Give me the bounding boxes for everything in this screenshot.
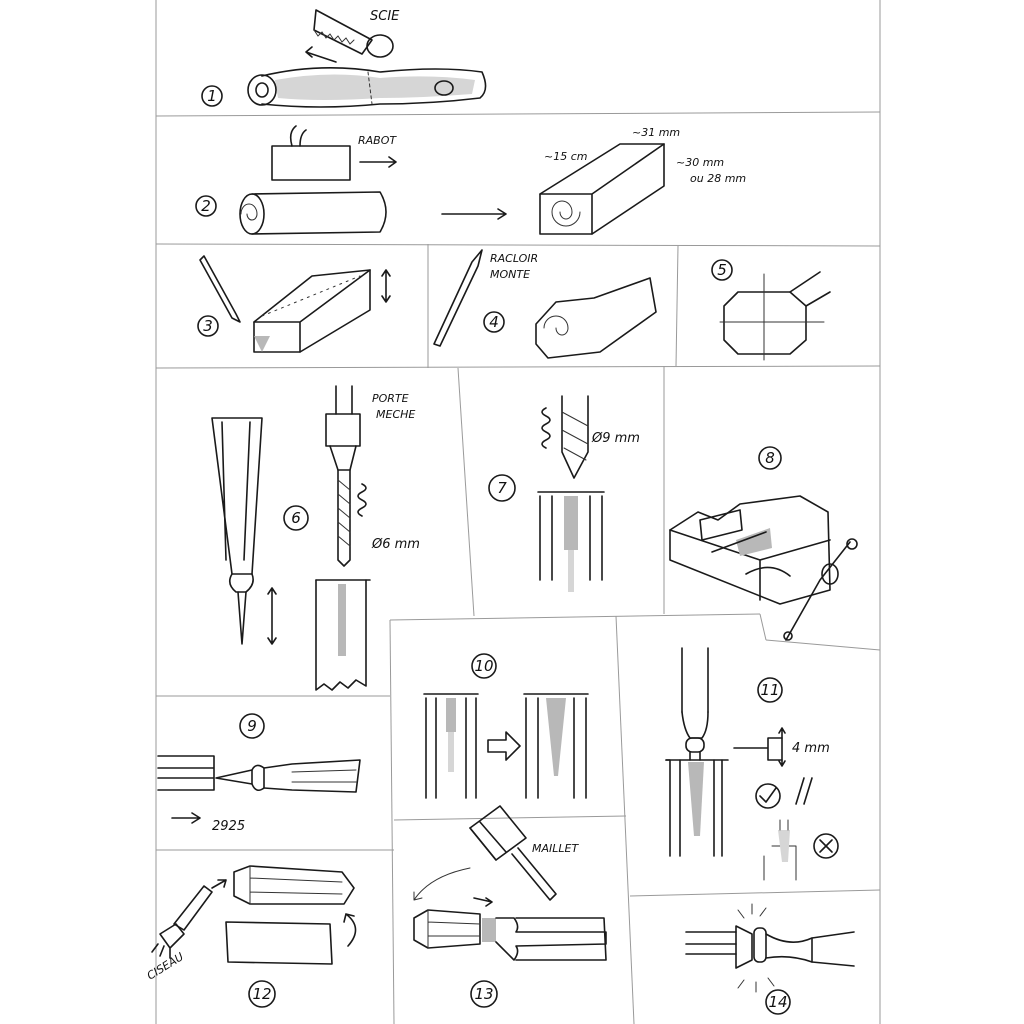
check-icon [755,783,781,809]
width-label: ~31 mm [632,126,680,139]
plane-icon [271,125,397,181]
step-13: 13 MAILLET [413,805,607,1008]
step-number: 6 [291,509,301,527]
step-number: 10 [474,657,493,675]
rejected-shape [763,819,797,881]
step-10: 10 [423,653,589,799]
step-3: 3 [197,255,391,353]
drill-bit-icon [541,395,589,479]
thickness-label: ~30 mm [676,156,724,169]
step-number-circle [757,677,783,703]
log-icon [247,67,487,108]
marked-blank [253,269,371,353]
log-icon [239,191,387,235]
plane-label: RABOT [358,134,397,147]
saw-icon [305,9,394,63]
step-number: 14 [768,993,787,1011]
step-1: 1 SCIE [201,9,487,108]
bore-after [523,693,589,799]
scraper-label: RACLOIR [490,252,538,265]
step-number-circle [248,980,276,1008]
pencil-icon [199,255,241,323]
chisel-icon [211,417,263,645]
drill-holder-label: PORTE [372,392,409,405]
step-6: 6 PORTE MECHE Ø6 mm [211,385,420,691]
step-5: 5 [711,259,831,361]
thickness-alt-label: ou 28 mm [690,172,746,185]
chisel-icon [681,647,709,761]
mallet-icon [469,805,557,901]
step-number-circle [195,195,217,217]
step-9: 9 2925 [157,713,361,834]
panel-grid [155,0,881,1024]
step-number-circle [283,505,309,531]
drill-diameter-label: Ø9 mm [591,431,640,446]
bored-blank [315,579,371,691]
step-number-circle [483,311,505,333]
step-number-circle [239,713,265,739]
step-12: 12 CISEAU [145,865,357,1008]
depth-label: 4 mm [792,741,830,756]
step-number: 7 [497,479,507,497]
step-7: 7 Ø9 mm [488,395,640,592]
step-number: 4 [489,313,499,331]
step-number: 11 [760,681,779,699]
chisel-icon [151,885,213,959]
drill-holder-label-2: MECHE [376,408,415,421]
step-number: 12 [252,985,271,1003]
square-blank [539,143,665,235]
step-number: 2 [201,197,211,215]
step-14: 14 [685,903,855,1015]
step-8: 8 [669,446,858,641]
step-number: 5 [717,261,727,279]
step-number: 1 [207,87,217,105]
scraper-icon [433,249,483,347]
chisel-label: CISEAU [145,950,186,982]
step-number-circle [765,989,791,1015]
vise-icon [669,495,858,641]
chisel-in-work [413,909,607,961]
step-4: 4 RACLOIR MONTE [433,249,657,359]
length-label: ~15 cm [544,150,587,163]
step-number-circle [488,474,516,502]
octagonal-blank [535,277,657,359]
carving-marks-label: 2925 [212,819,245,834]
mallet-label: MAILLET [532,842,579,855]
cross-icon [813,833,839,859]
saw-label: SCIE [370,9,400,24]
step-number: 3 [203,317,213,335]
step-number-circle [758,446,782,470]
step-number-circle [470,980,498,1008]
step-2: 2 RABOT ~15 cm ~31 mm ~30 mm ou 28 mm [195,125,746,235]
step-number: 9 [247,717,257,735]
drill-bit-icon [325,385,367,567]
scraper-label-2: MONTE [490,268,530,281]
step-number: 13 [474,985,493,1003]
drill-diameter-label: Ø6 mm [371,537,420,552]
step-number-circle [197,315,219,337]
step-number: 8 [765,449,775,467]
step-number-circle [201,85,223,107]
step-11: 11 4 mm [665,647,839,881]
bored-blank [537,491,605,592]
step-number-circle [471,653,497,679]
step-number-circle [711,259,733,281]
chisel-icon [215,759,361,793]
bore-before [423,693,479,799]
